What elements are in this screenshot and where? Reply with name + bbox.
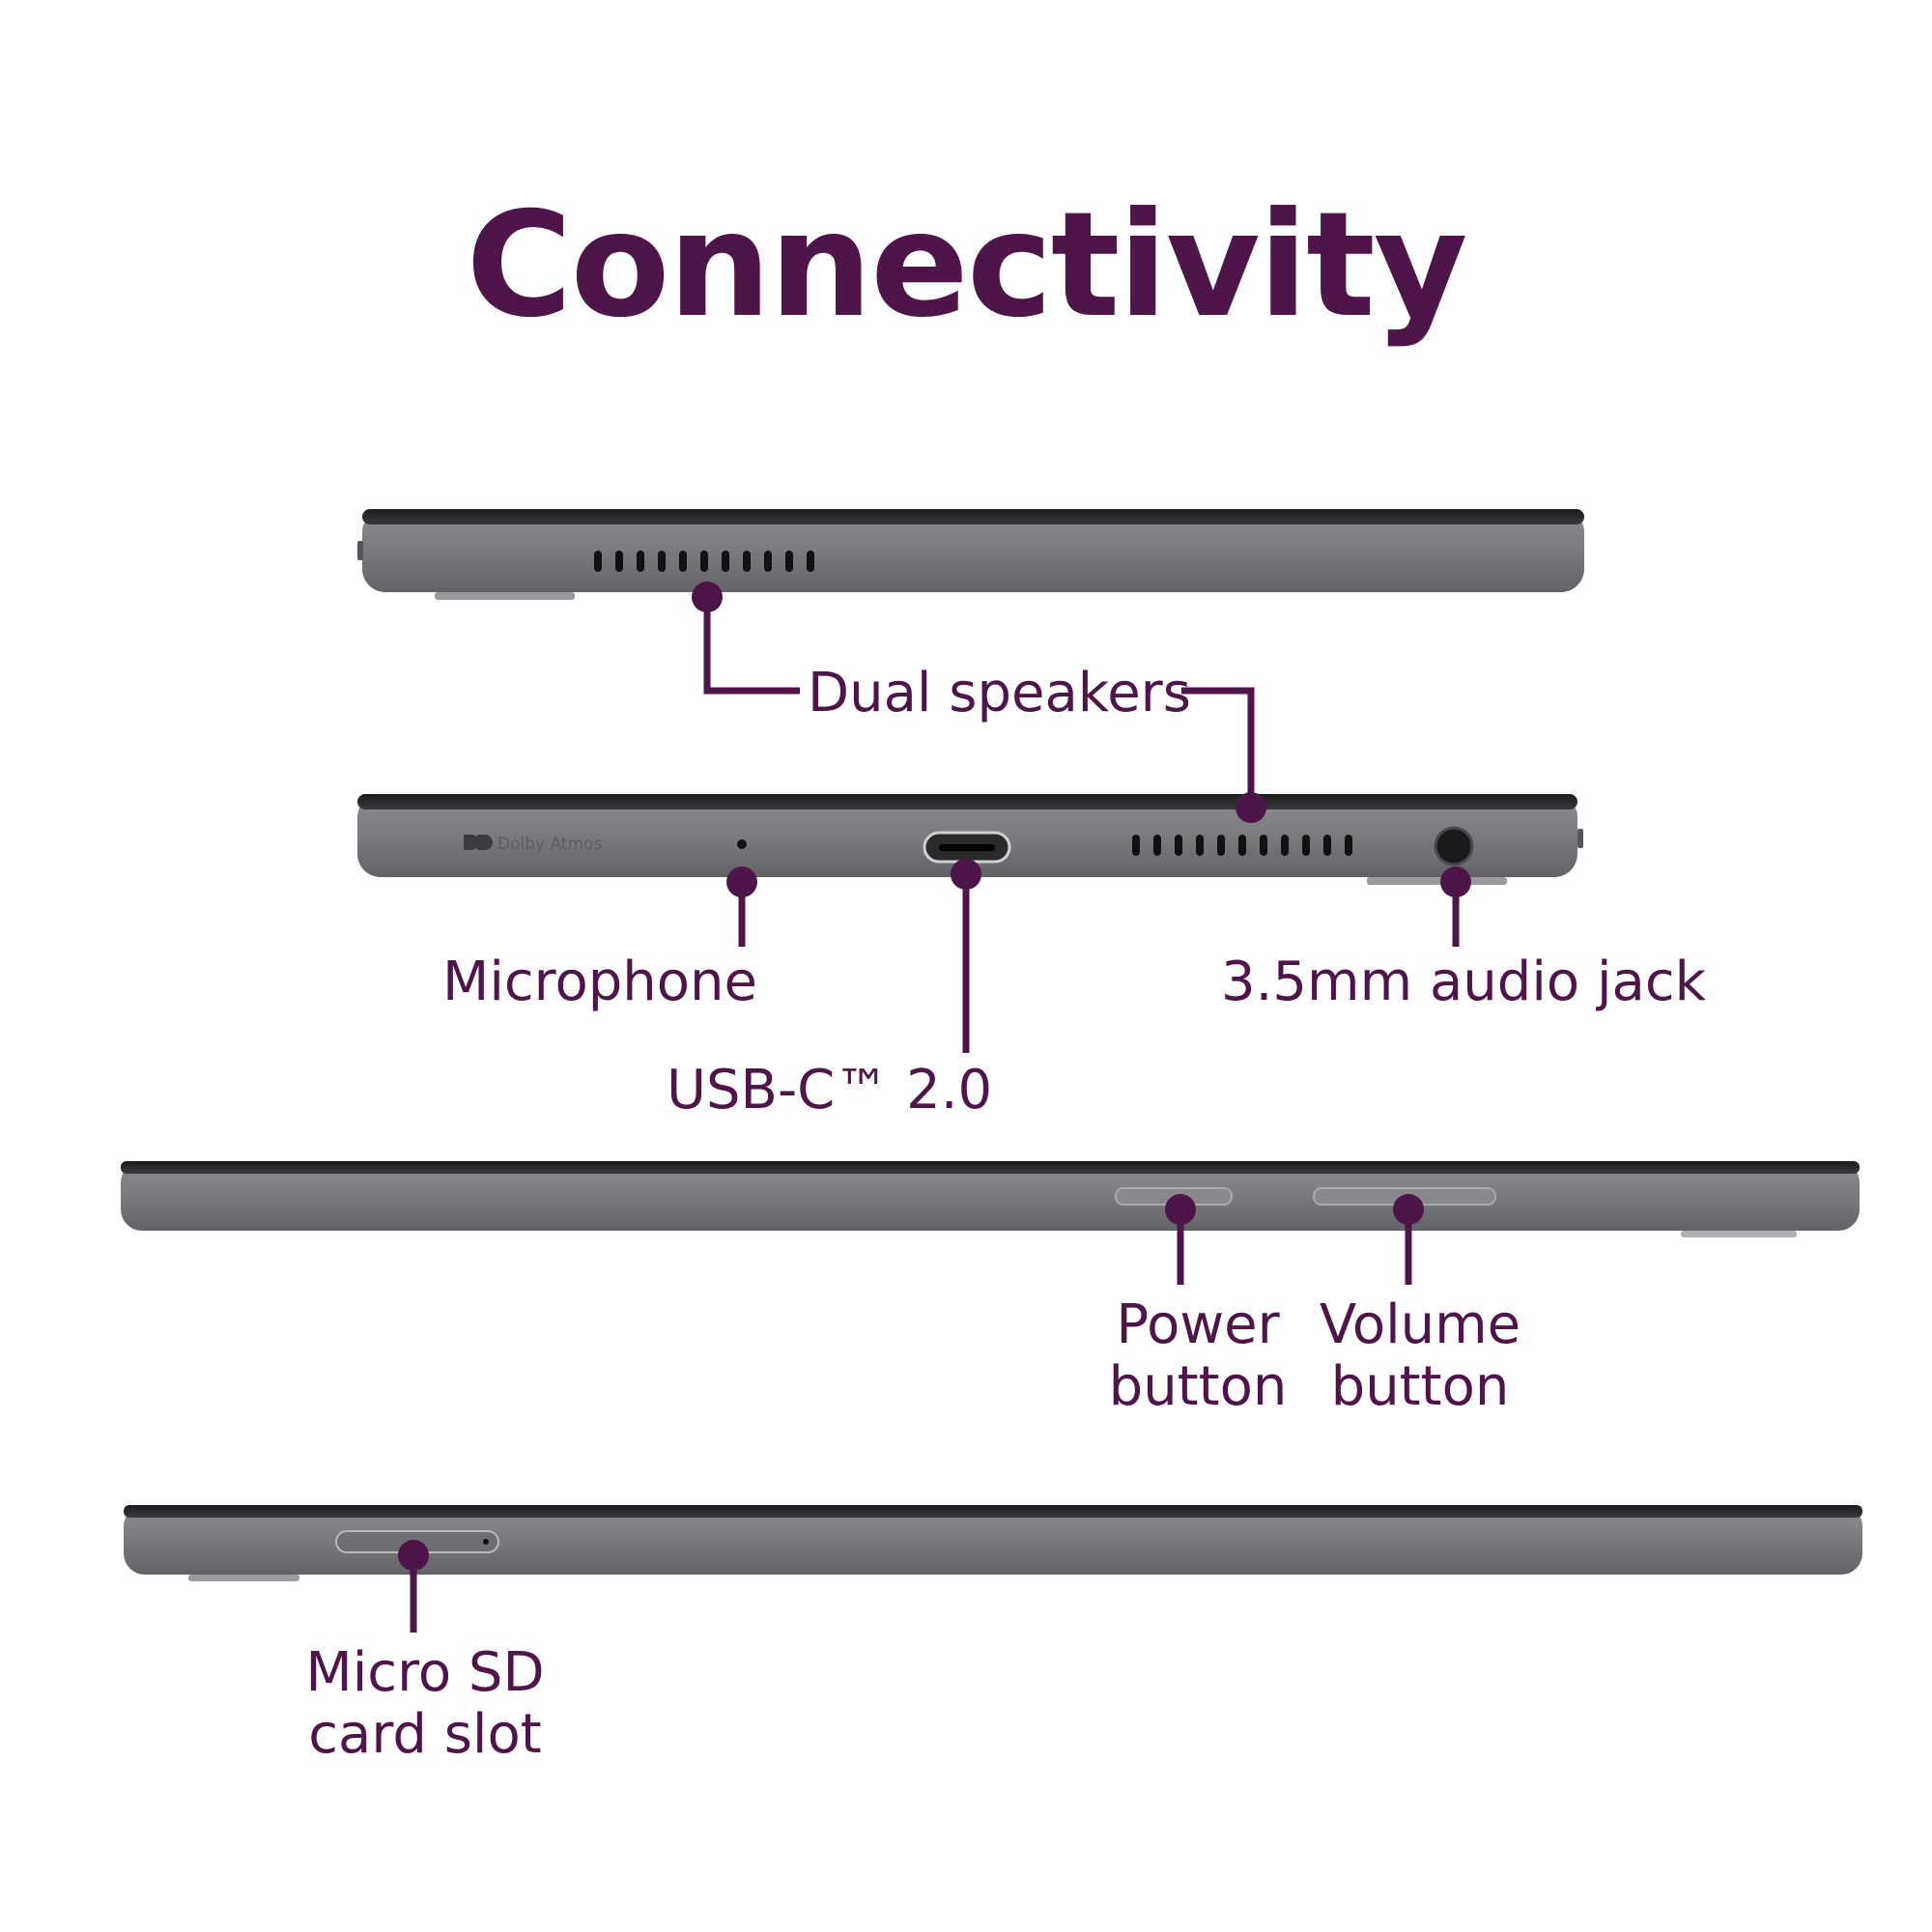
usb-c-port [923, 831, 1011, 864]
microphone-hole [737, 839, 747, 849]
usb-c-label: USB-C™ 2.0 [667, 1059, 993, 1122]
audio-jack-port [1434, 826, 1474, 867]
dolby-atmos-text: Dolby Atmos [497, 835, 602, 854]
microphone-label: Microphone [442, 951, 757, 1013]
micro-sd-label-line-1: Micro SD [305, 1641, 545, 1704]
dual-speakers-callout-left [703, 599, 800, 695]
tablet-bottom-edge-view: Dolby Atmos [357, 794, 1583, 885]
speaker-grille-bottom [1132, 835, 1352, 856]
tablet-right-side-view [121, 1161, 1860, 1237]
tablet-top-edge-view [357, 509, 1584, 600]
page-title: Connectivity [466, 182, 1467, 350]
volume-button-label-line-2: button [1330, 1355, 1510, 1418]
dolby-atmos-logo: Dolby Atmos [464, 835, 602, 854]
dual-speakers-label: Dual speakers [808, 662, 1191, 724]
micro-sd-label-line-2: card slot [308, 1703, 542, 1766]
volume-button-label: Volume button [1304, 1294, 1536, 1418]
power-button-label: Power button [1092, 1294, 1304, 1418]
volume-button-label-line-1: Volume [1319, 1293, 1521, 1356]
power-button-label-line-1: Power [1116, 1293, 1280, 1356]
tablet-left-side-view [124, 1505, 1862, 1581]
audio-jack-label: 3.5mm audio jack [1221, 951, 1707, 1013]
power-button-label-line-2: button [1108, 1355, 1288, 1418]
dual-speakers-callout-right [1181, 687, 1255, 808]
micro-sd-label: Micro SD card slot [280, 1642, 570, 1766]
speaker-grille-top [594, 551, 814, 572]
callout-dots [398, 582, 1471, 1571]
